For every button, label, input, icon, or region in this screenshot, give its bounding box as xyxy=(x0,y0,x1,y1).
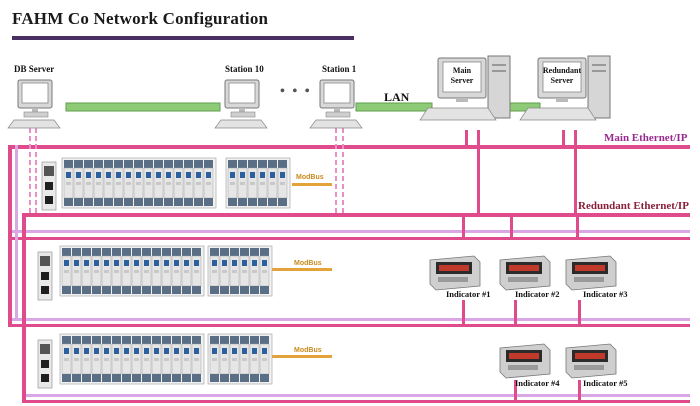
ind-row2-drop-c xyxy=(578,300,581,327)
indicator-1-label: Indicator #1 xyxy=(446,289,491,299)
modbus-label-row3: ModBus xyxy=(294,347,322,354)
io-rack-row2-a xyxy=(59,245,205,297)
redundant-trunk-vertical xyxy=(22,213,26,403)
io-rack-row3-a xyxy=(59,333,205,385)
ind4-drop xyxy=(514,380,517,403)
main-server-label: Main Server xyxy=(450,66,474,85)
redundant-server-label: Redundant Server xyxy=(542,66,582,85)
redundant-server-computer xyxy=(519,55,611,121)
modbus-label-row1: ModBus xyxy=(296,174,324,181)
controller-row2 xyxy=(37,251,53,301)
light-bus-3 xyxy=(22,394,690,397)
indicator-2-label: Indicator #2 xyxy=(515,289,560,299)
controller-row3 xyxy=(37,339,53,389)
indicator-3-device xyxy=(565,255,617,291)
mainserver-drop-main xyxy=(465,130,468,148)
main-trunk-vertical xyxy=(8,145,12,327)
station-1-label: Station 1 xyxy=(322,64,357,74)
io-rack-row2-b xyxy=(207,245,273,297)
pink-bus-2 xyxy=(8,324,690,327)
lan-link-db-to-station10 xyxy=(65,102,221,112)
station-10-label: Station 10 xyxy=(225,64,264,74)
redundant-ethernet-bus xyxy=(22,213,690,217)
indicator-3-label: Indicator #3 xyxy=(583,289,628,299)
light-bus-2 xyxy=(8,318,690,321)
modbus-line-row1 xyxy=(292,183,332,186)
io-rack-row3-b xyxy=(207,333,273,385)
title-underline xyxy=(12,36,354,40)
pink-bus-3 xyxy=(22,400,690,403)
light-bus-1 xyxy=(8,230,690,233)
indicator-5-label: Indicator #5 xyxy=(583,378,628,388)
mainserver-drop-redundant xyxy=(477,130,480,217)
lan-link-station1-to-mainserver xyxy=(355,102,433,112)
io-rack-row1-a xyxy=(61,157,217,209)
ind-row2-drop-b xyxy=(514,300,517,327)
diagram-title: FAHM Co Network Configuration xyxy=(12,9,269,28)
redserver-drop-main xyxy=(562,130,565,148)
ellipsis-dots: • • • xyxy=(280,84,312,99)
ind-row2-drop-a xyxy=(462,300,465,327)
main-ethernet-bus xyxy=(8,145,690,149)
ind3-drop xyxy=(576,217,579,239)
pink-bus-1 xyxy=(8,237,690,240)
lan-label: LAN xyxy=(384,90,410,104)
main-ethernet-label: Main Ethernet/IP xyxy=(604,132,688,144)
indicator-5-device xyxy=(565,343,617,379)
indicator-2-device xyxy=(499,255,551,291)
light-trunk-vertical xyxy=(15,145,18,321)
ind1-drop xyxy=(462,217,465,239)
modbus-line-row3 xyxy=(270,355,332,358)
db-server-computer xyxy=(7,79,61,129)
main-server-computer xyxy=(419,55,511,121)
indicator-4-label: Indicator #4 xyxy=(515,378,560,388)
station-1-computer xyxy=(309,79,363,129)
redserver-drop-redundant xyxy=(574,130,577,217)
modbus-line-row2 xyxy=(270,268,332,271)
modbus-label-row2: ModBus xyxy=(294,260,322,267)
redundant-ethernet-label: Redundant Ethernet/IP xyxy=(578,200,689,212)
indicator-4-device xyxy=(499,343,551,379)
controller-row1 xyxy=(41,161,57,211)
db-server-label: DB Server xyxy=(14,64,55,74)
indicator-1-device xyxy=(429,255,481,291)
ind2-drop xyxy=(510,217,513,239)
ind5-drop xyxy=(578,380,581,403)
io-rack-row1-b xyxy=(225,157,291,209)
station-10-computer xyxy=(214,79,268,129)
